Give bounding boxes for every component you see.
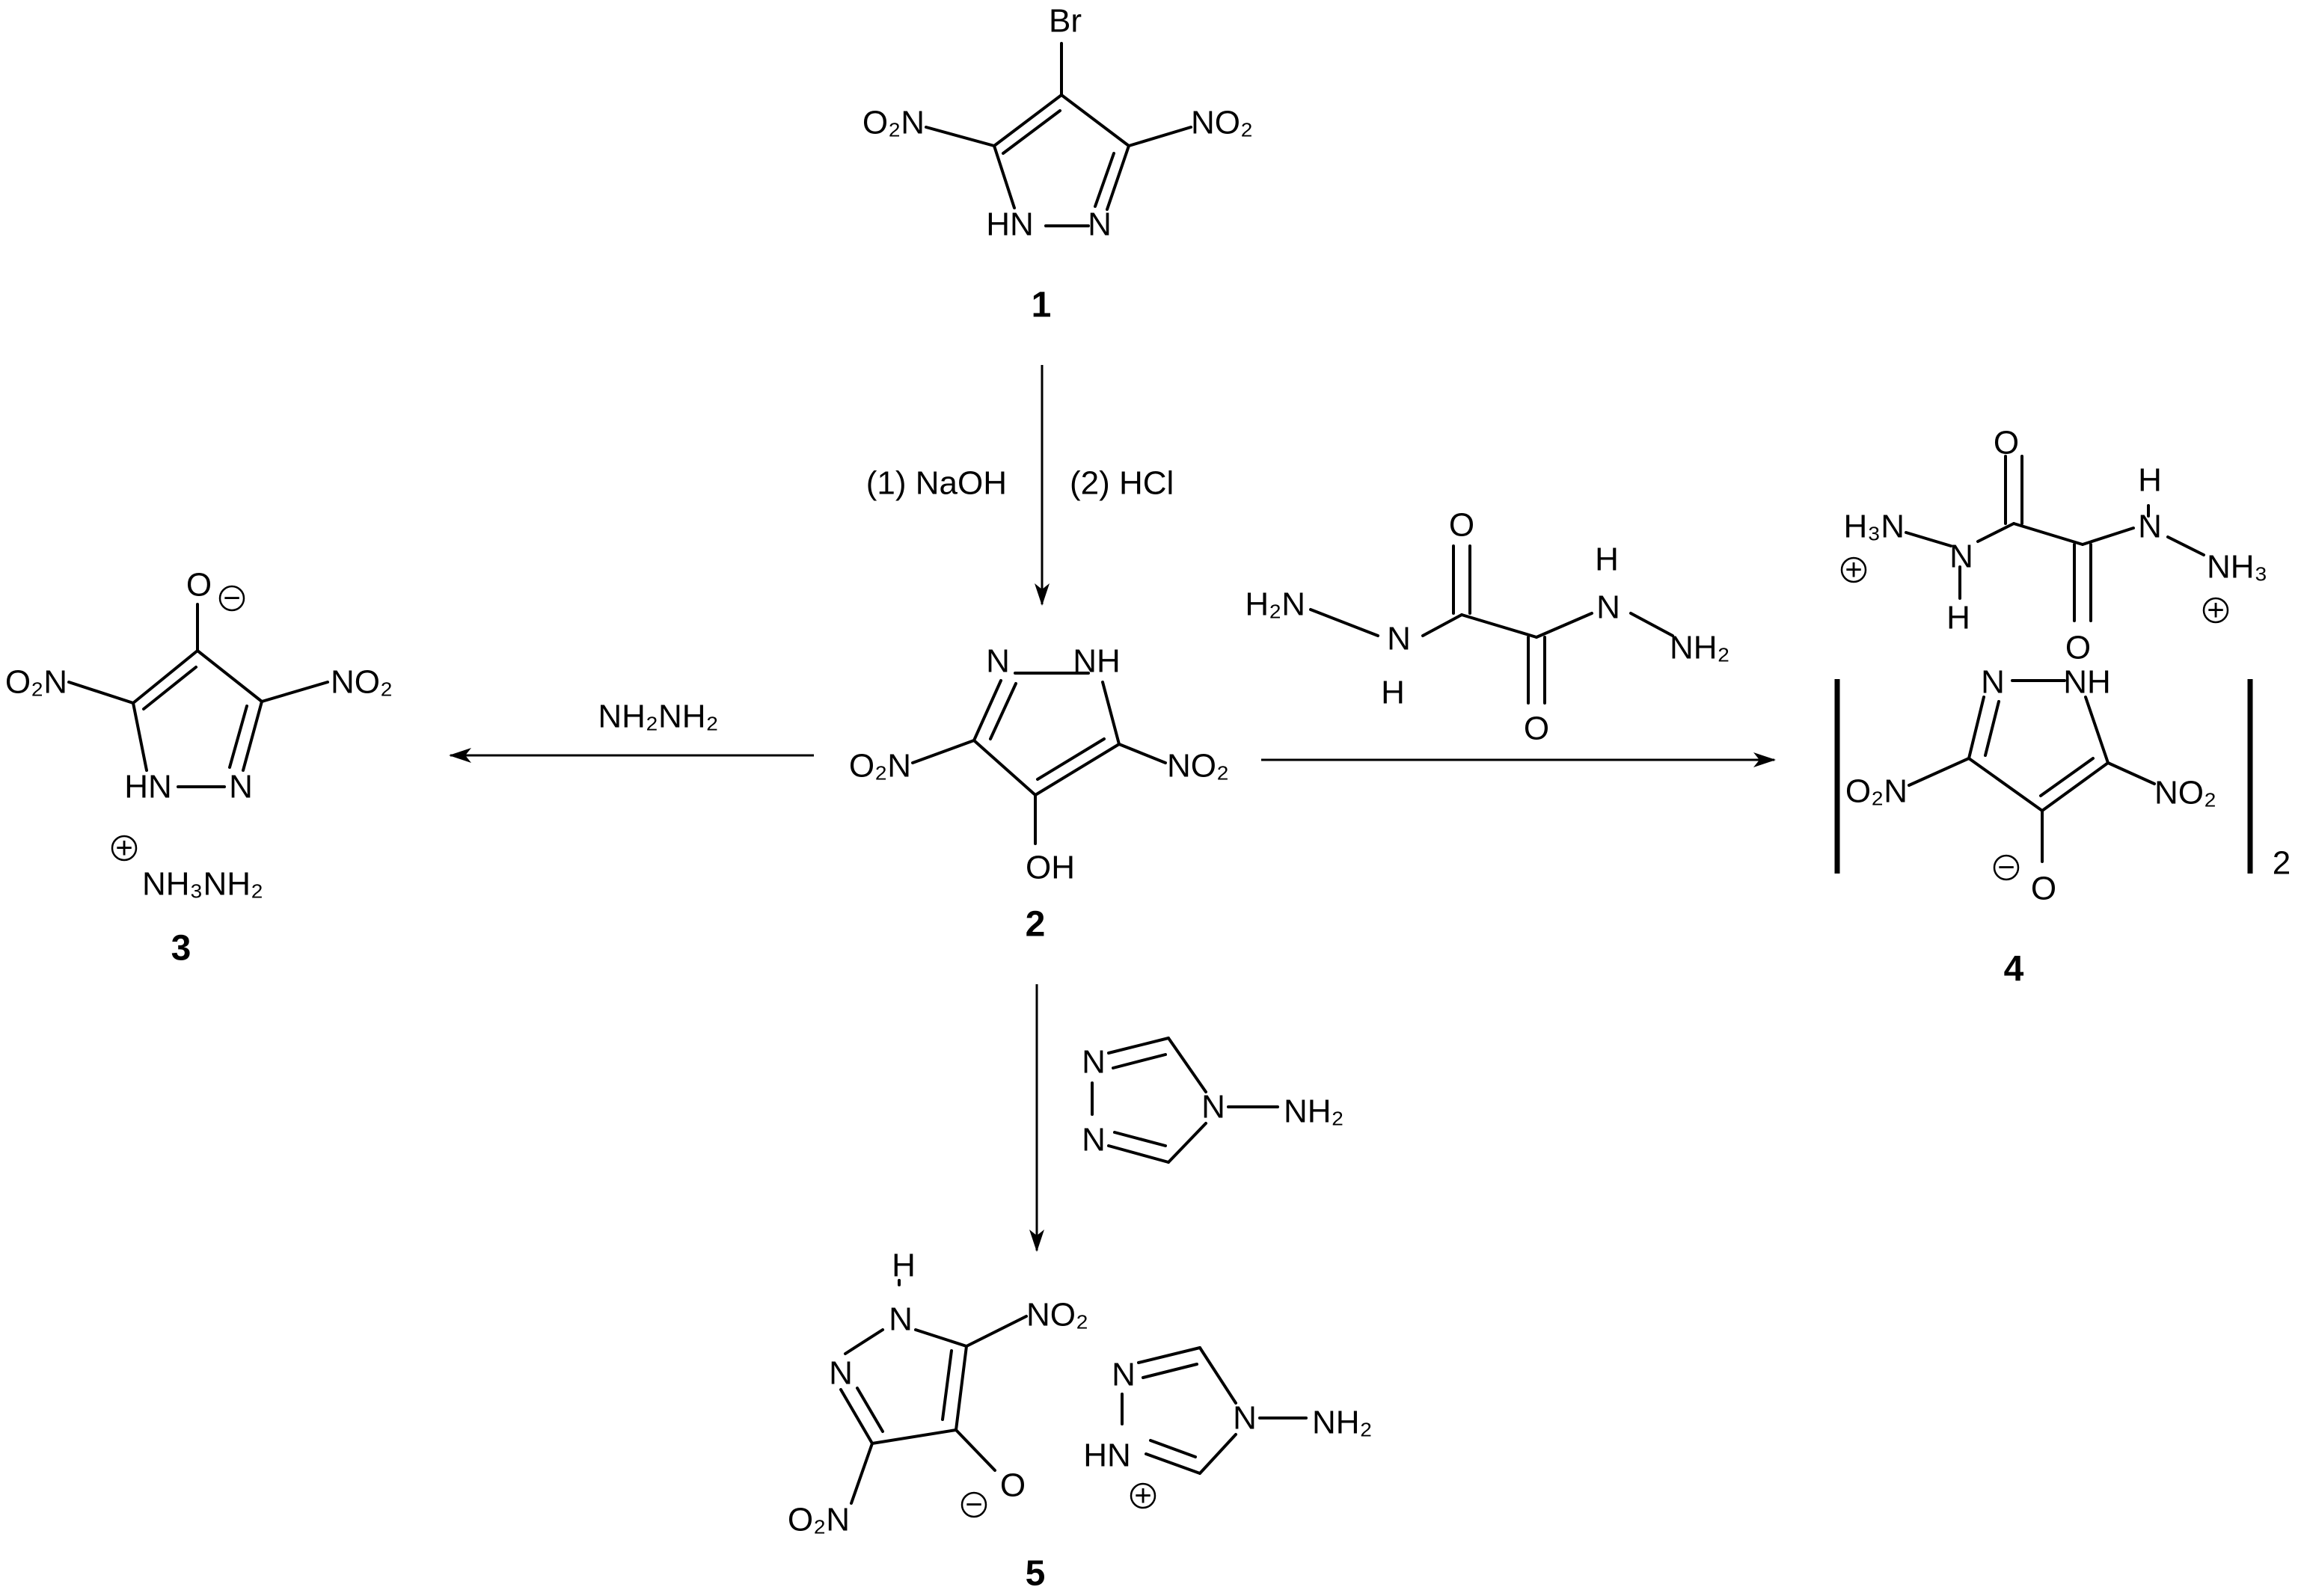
arrow-1-to-2: (1) NaOH (2) HCl [866,365,1174,606]
triazole-nh2: NH₂ [1284,1093,1344,1130]
c4-subscript: 2 [2273,845,2291,882]
compound-3: O − O₂N NO₂ HN N + NH₃NH₂ 3 [5,567,393,969]
c3-minus-sign: − [223,582,240,615]
triazole-n4: N [1201,1089,1225,1126]
c4-anion-n: N [1981,664,2005,701]
c3-o2n: O₂N [5,664,67,701]
c4-plus-left: + [1840,553,1867,586]
c4-minus-charge: − [1993,851,2020,884]
c2-o2n: O₂N [849,748,911,785]
compound-4: H₃N + N H O O H N NH₃ + N NH O₂N NO₂ − O [1834,425,2291,989]
c4-o-top: O [1994,425,2019,461]
c4-anion-o2n: O₂N [1845,773,1908,810]
c1-o2n: O₂N [863,105,925,141]
c3-cation: NH₃NH₂ [142,866,263,903]
c5-cation-n-top: N [1112,1357,1136,1393]
compound-5: H N N NO₂ O₂N − O N HN + N NH₂ 5 [788,1247,1373,1594]
oxalyl-n-right: N [1596,589,1620,626]
reagent-naoh: (1) NaOH [866,465,1007,502]
oxalyl-h2n: H₂N [1245,586,1305,623]
c1-hn: HN [986,206,1034,243]
reagent-aminotriazole: N N N NH₂ [1082,1037,1344,1164]
c4-anion-no2: NO₂ [2154,775,2216,811]
c4-plus-right-sign: + [2207,594,2224,627]
reagent-hcl: (2) HCl [1070,465,1174,502]
c2-no2: NO₂ [1167,748,1229,785]
c5-number: 5 [1026,1554,1046,1594]
c2-nh: NH [1073,643,1121,680]
reagent-oxalyl-dihydrazide: H₂N N H O O H N NH₂ [1245,507,1729,747]
arrow-2-to-3: NH₂NH₂ [449,699,814,763]
c1-no2: NO₂ [1191,105,1253,141]
c5-cation-nh2: NH₂ [1312,1405,1373,1441]
c2-oh: OH [1026,850,1075,886]
c1-n: N [1088,206,1112,243]
c4-plus-right: + [2202,594,2229,627]
c3-minus-charge: − [218,582,245,615]
triazole-n1: N [1082,1044,1106,1081]
c5-minus-sign: − [965,1488,982,1521]
oxalyl-n-left: N [1387,621,1411,657]
c4-o-bottom: O [2065,630,2091,666]
c5-cation-hn: HN [1083,1437,1131,1474]
reagent-hydrazine: NH₂NH₂ [598,699,718,735]
c3-plus-sign: + [115,832,132,865]
oxalyl-o-bottom: O [1524,710,1549,747]
c5-n-top: N [889,1301,913,1338]
c2-n: N [986,643,1010,680]
c3-hn: HN [124,769,172,805]
c4-h-left: H [1946,600,1970,636]
c1-number: 1 [1032,286,1052,325]
c5-no2-top: NO₂ [1026,1297,1088,1333]
c1-br: Br [1049,3,1082,40]
c4-plus-left-sign: + [1845,553,1862,586]
compound-1: Br O₂N NO₂ HN N 1 [863,3,1253,325]
oxalyl-nh2: NH₂ [1670,630,1730,666]
c5-cation-n4: N [1233,1400,1257,1437]
c5-minus-charge: − [960,1488,987,1521]
oxalyl-o-top: O [1449,507,1474,544]
c5-o2n-bottom: O₂N [788,1502,850,1538]
c5-n-left: N [829,1355,853,1392]
c3-n: N [229,769,253,805]
c4-anion-o: O [2031,871,2056,907]
c2-number: 2 [1026,905,1046,945]
c5-o: O [1000,1467,1026,1504]
oxalyl-h-left: H [1381,675,1405,711]
c3-no2: NO₂ [331,664,393,701]
c4-h3n: H₃N [1844,509,1905,545]
c3-plus-charge: + [111,832,138,865]
c5-plus-charge: + [1130,1479,1156,1512]
oxalyl-h-right: H [1595,541,1619,578]
c4-n-left: N [1949,538,1973,575]
c4-number: 4 [2004,950,2024,989]
c4-n-right: N [2138,509,2162,545]
c4-nh3: NH₃ [2207,549,2267,586]
c4-anion-nh: NH [2063,664,2111,701]
c3-number: 3 [171,929,192,969]
c5-plus-sign: + [1134,1479,1151,1512]
c5-h: H [892,1247,916,1284]
c4-h-right: H [2138,462,2162,499]
triazole-n2: N [1082,1122,1106,1158]
c3-o: O [186,567,212,604]
compound-2: N NH O₂N NO₂ OH 2 [849,643,1229,945]
c4-minus-sign: − [1997,851,2014,884]
